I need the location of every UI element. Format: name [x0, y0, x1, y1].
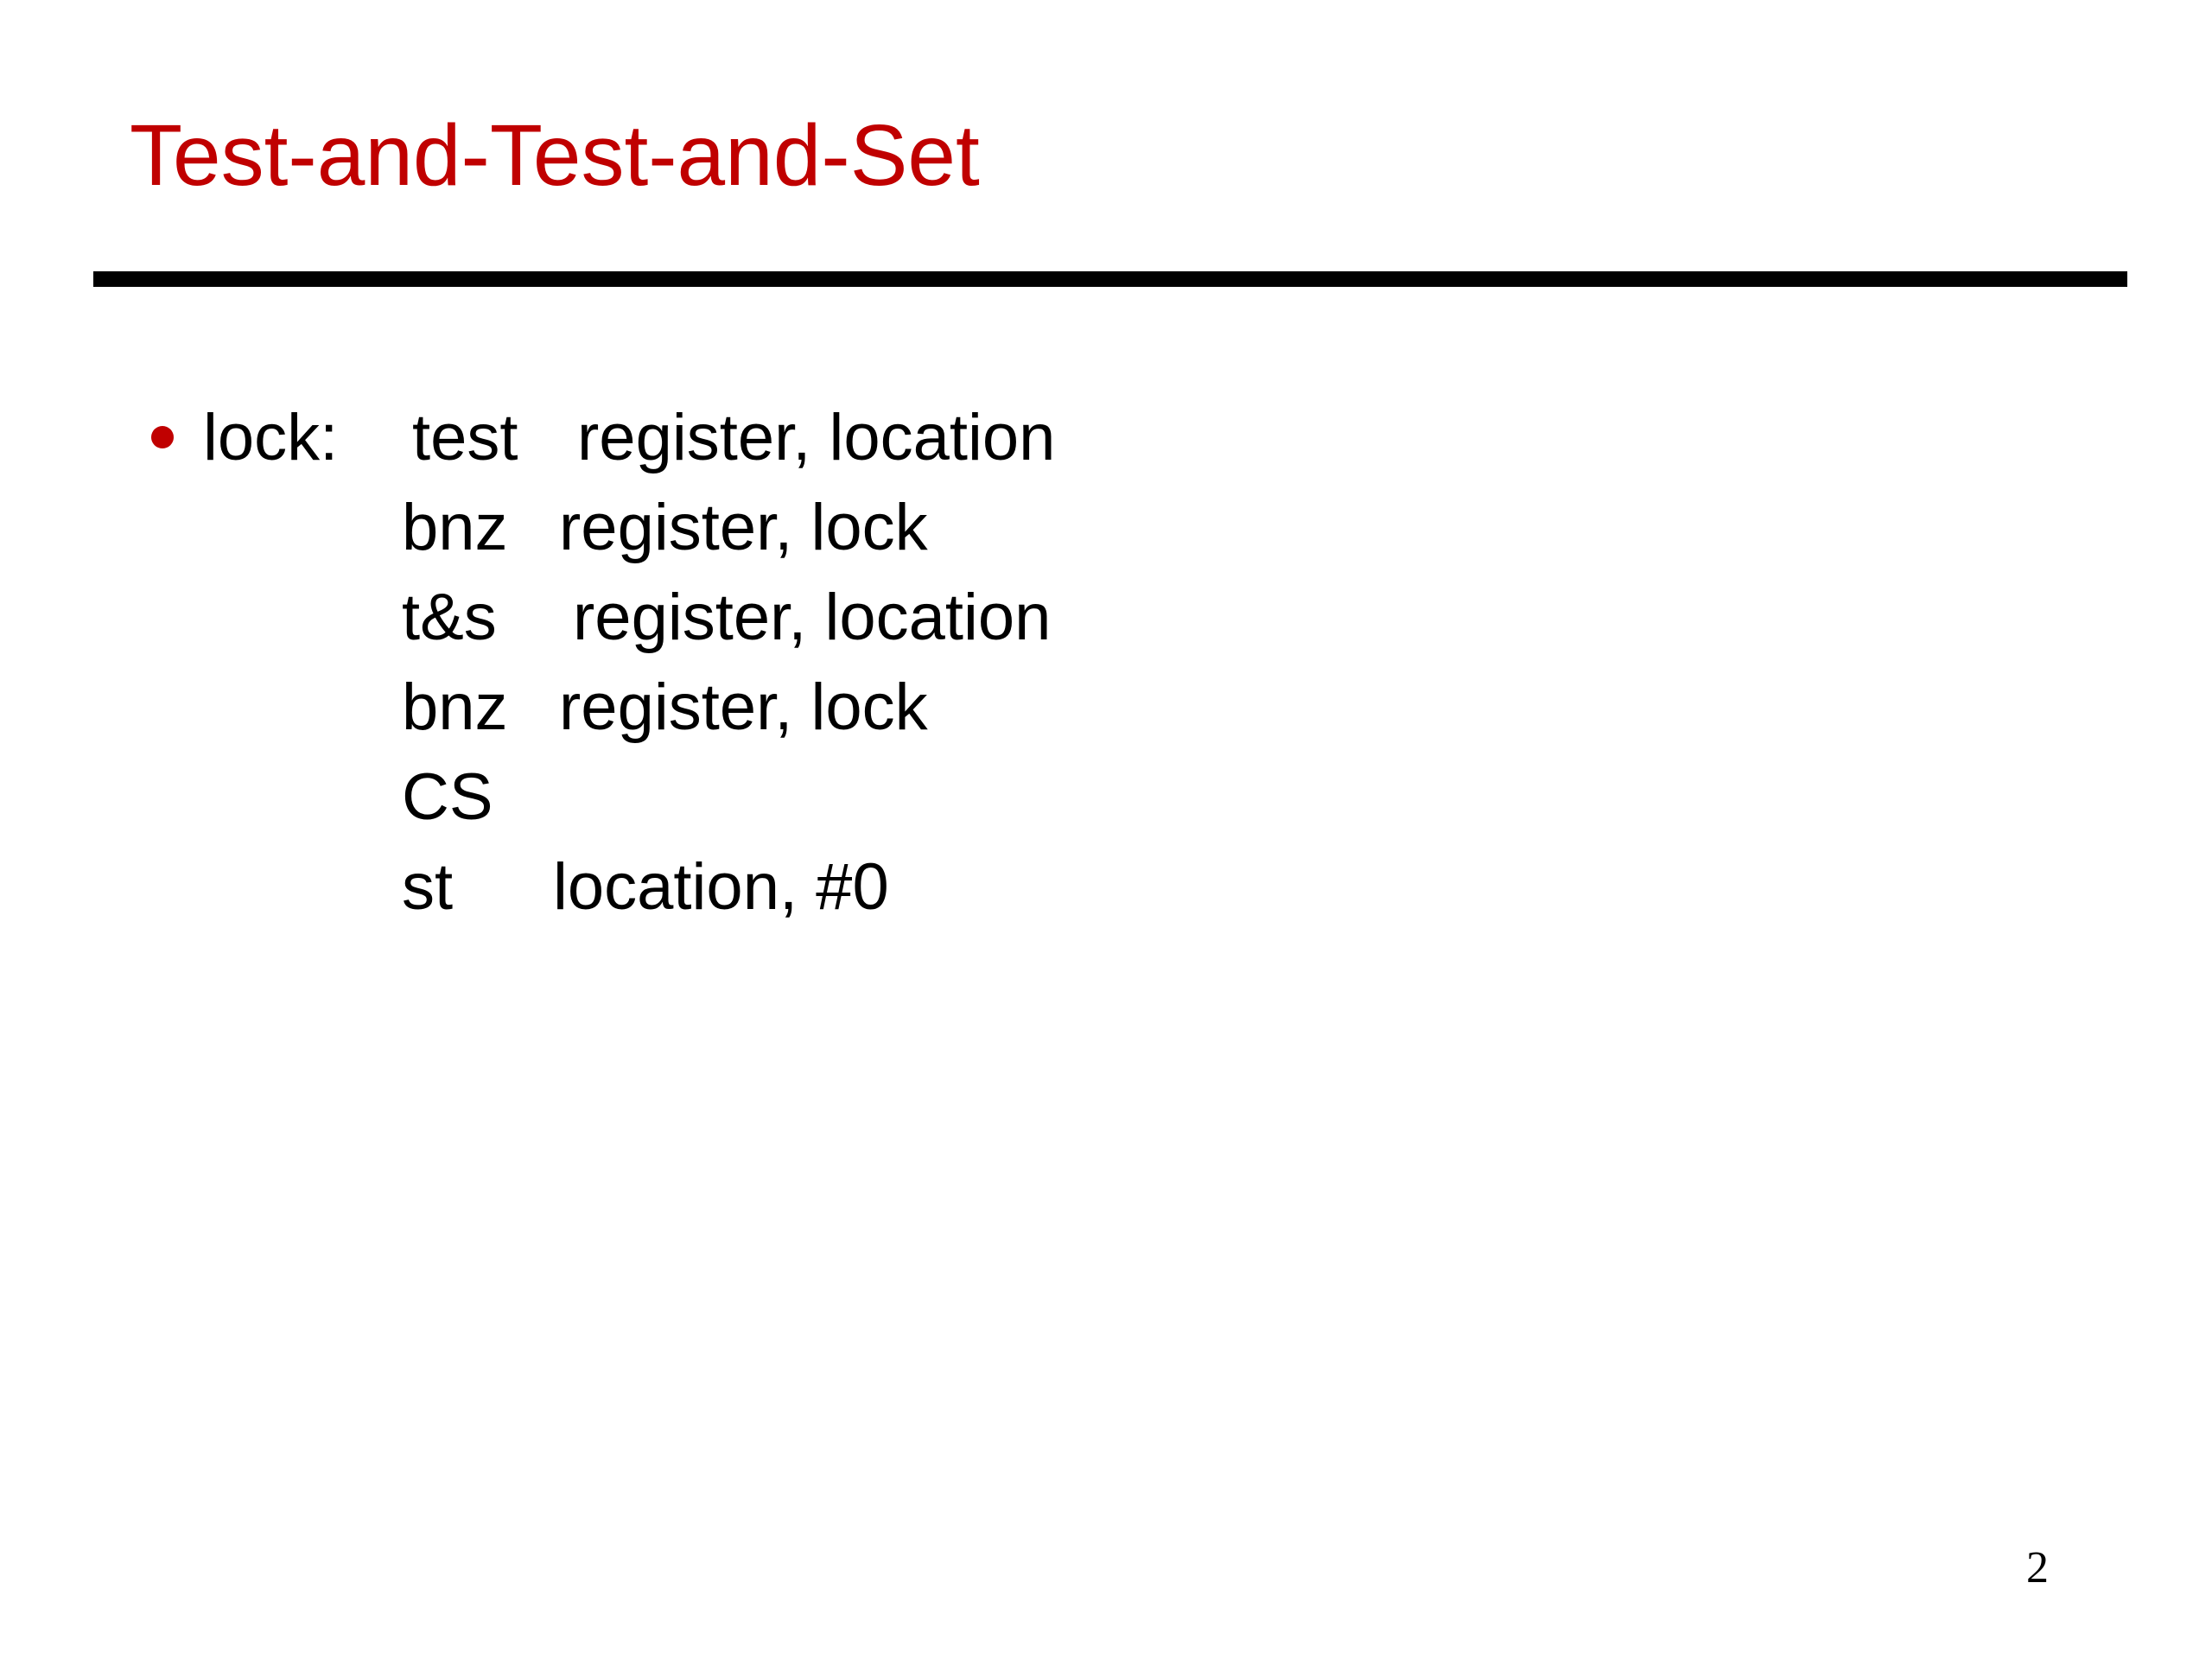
code-op: t&s — [402, 581, 497, 654]
code-args: register, lock — [559, 671, 928, 744]
code-args: location, #0 — [553, 850, 889, 924]
bullet-icon — [151, 426, 174, 448]
code-op: CS — [402, 760, 493, 834]
code-label: lock: — [203, 401, 339, 474]
code-args: register, location — [577, 401, 1056, 474]
slide-title: Test-and-Test-and-Set — [130, 107, 980, 204]
code-op: bnz — [402, 671, 508, 744]
code-op: st — [402, 850, 454, 924]
code-op: test — [412, 401, 518, 474]
code-op: bnz — [402, 491, 508, 564]
code-args: register, location — [573, 581, 1052, 654]
page-number: 2 — [2026, 1543, 2049, 1592]
code-args: register, lock — [559, 491, 928, 564]
title-divider — [93, 271, 2127, 287]
